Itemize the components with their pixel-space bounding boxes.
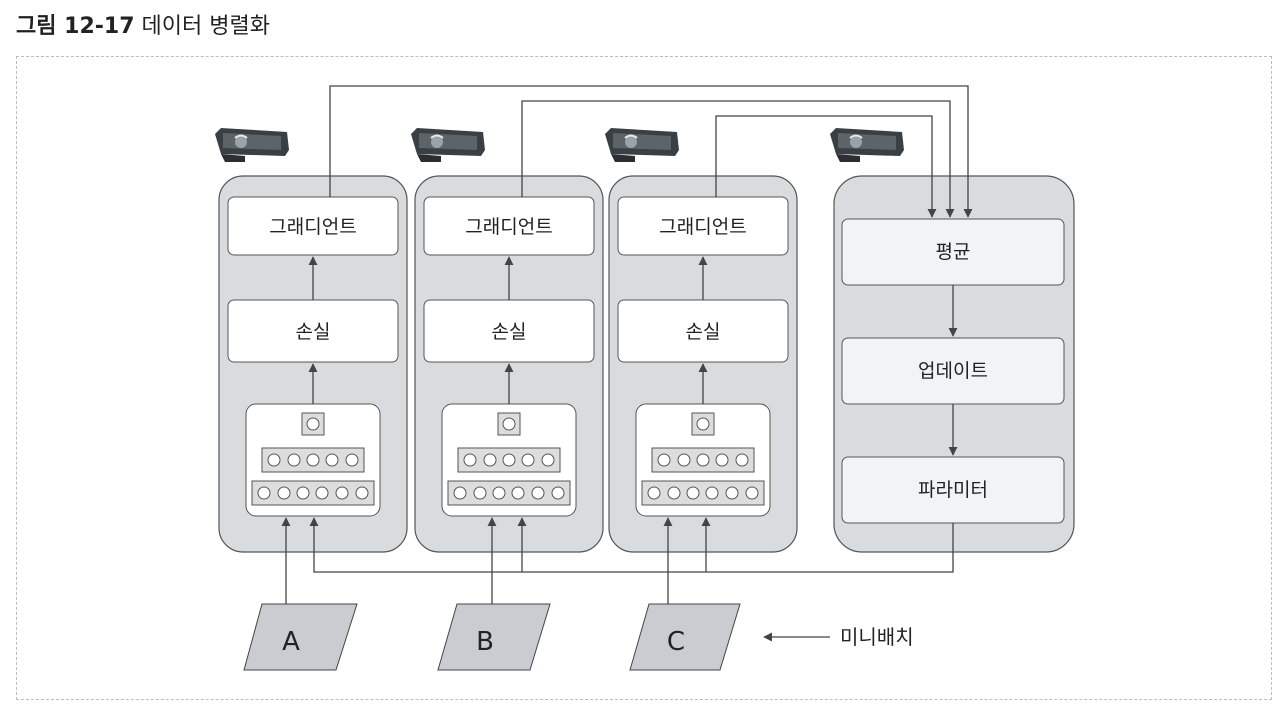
batch-label: C [667, 627, 685, 657]
gradient-box [423, 196, 595, 256]
batch-label: A [282, 627, 300, 657]
parameter-broadcast-arrows [309, 517, 954, 573]
gpu-icon [604, 127, 680, 163]
loss-label: 손실 [296, 321, 331, 343]
gradient-to-average-arrows [329, 85, 973, 218]
gpu-icon [410, 127, 486, 163]
average-label: 평균 [936, 241, 971, 263]
params-label: 파라미터 [918, 479, 988, 501]
model-network [245, 403, 381, 517]
minibatch-a: A [243, 603, 358, 671]
minibatch-b: B [437, 603, 551, 671]
gradient-box [617, 196, 789, 256]
minibatch-label: 미니배치 [840, 625, 914, 649]
gradient-label: 그래디언트 [465, 216, 552, 238]
internal-arrows [308, 256, 958, 456]
figure-frame [16, 56, 1272, 700]
worker-gpu-2: 그래디언트 손실 [410, 127, 604, 553]
parameter-server: 평균 업데이트 파라미터 [829, 127, 1075, 553]
worker-gpu-1: 그래디언트 손실 [214, 127, 408, 553]
gpu-icon [829, 127, 905, 163]
gradient-label: 그래디언트 [269, 216, 356, 238]
worker-gpu-3: 그래디언트 손실 [604, 127, 798, 553]
figure-number: 그림 12-17 [16, 14, 135, 39]
minibatch-input-arrows [281, 517, 673, 604]
gradient-box [227, 196, 399, 256]
loss-label: 손실 [686, 321, 721, 343]
model-network [441, 403, 577, 517]
minibatch-c: C [629, 603, 741, 671]
figure-caption: 그림 12-17 데이터 병렬화 [16, 8, 270, 40]
figure-title: 데이터 병렬화 [141, 14, 270, 39]
gradient-label: 그래디언트 [659, 216, 746, 238]
gpu-icon [214, 127, 290, 163]
model-network [635, 403, 771, 517]
batch-label: B [476, 627, 494, 657]
update-label: 업데이트 [918, 360, 988, 382]
loss-label: 손실 [492, 321, 527, 343]
